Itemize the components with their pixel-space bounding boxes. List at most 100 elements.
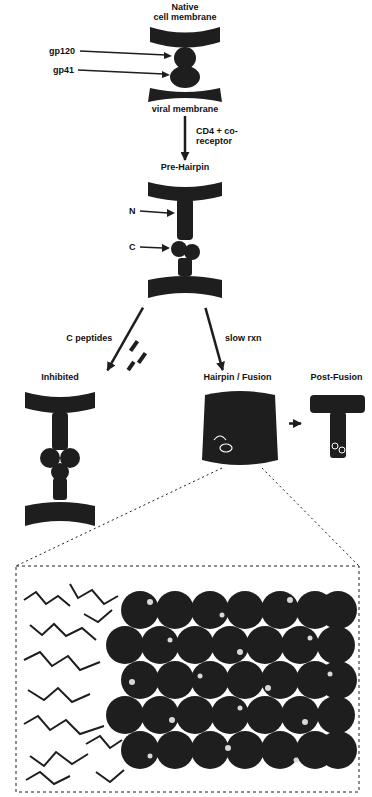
cell-membrane (25, 392, 95, 413)
viral-membrane (148, 276, 222, 298)
part-label: N (128, 206, 137, 216)
viral-membrane (148, 88, 222, 102)
speck (294, 758, 299, 763)
atom-sphere (141, 626, 179, 664)
atom-sphere (226, 731, 264, 769)
speck (302, 719, 308, 725)
atom-sphere (106, 626, 144, 664)
atom-sphere (319, 591, 357, 629)
speck (198, 674, 203, 679)
side-chain (24, 716, 104, 734)
atom-sphere (226, 661, 264, 699)
side-chain (86, 736, 122, 748)
atom-sphere (121, 591, 159, 629)
fused-membranes (202, 391, 278, 465)
highlight-specks (129, 597, 333, 763)
post-fusion-loop (332, 443, 338, 449)
atom-sphere (121, 661, 159, 699)
speck (265, 685, 271, 691)
atom-sphere (261, 591, 299, 629)
stage-node: Nativecell membrane (128, 2, 242, 114)
arrow-label: C peptides (65, 333, 113, 343)
speck (328, 672, 333, 677)
atom-sphere (211, 696, 249, 734)
stage-heading: Pre-Hairpin (118, 162, 252, 172)
part-label: C (128, 242, 137, 252)
leader-head (164, 52, 172, 59)
stage-heading: Inhibited (8, 372, 112, 382)
atom-sphere (226, 591, 264, 629)
part-label: gp41 (52, 65, 75, 75)
leader-line (140, 211, 168, 213)
side-chain (70, 584, 118, 604)
cell-membrane (150, 27, 220, 48)
atom-sphere (121, 731, 159, 769)
arrow-label: CD4 + co-receptor (195, 126, 261, 146)
speck (308, 636, 313, 641)
atom-sphere (156, 591, 194, 629)
space-fill-helices (106, 591, 357, 769)
speck (220, 613, 225, 618)
atom-sphere (281, 626, 319, 664)
zoom-line (16, 468, 222, 566)
atom-sphere (191, 591, 229, 629)
atom-sphere (317, 626, 355, 664)
gp41-stem (170, 66, 200, 88)
atom-sphere (261, 661, 299, 699)
n-helix-stem (177, 198, 193, 240)
atom-sphere (141, 696, 179, 734)
c-region (184, 244, 200, 260)
speck (147, 599, 153, 605)
membrane-label: cell membrane (128, 12, 242, 22)
leader-head (162, 244, 170, 252)
gp120-head (174, 47, 196, 69)
side-chain (96, 770, 124, 782)
viral-membrane (25, 502, 95, 526)
atom-sphere (319, 731, 357, 769)
atom-sphere (176, 696, 214, 734)
side-chain (24, 652, 100, 670)
stage-heading: Hairpin / Fusion (188, 372, 287, 382)
side-chain (28, 688, 90, 702)
n-helix-stem (52, 412, 68, 450)
process-arrow (184, 116, 187, 160)
arrow-label: slow rxn (224, 333, 263, 343)
lower-stem (53, 478, 67, 500)
atom-sphere (176, 626, 214, 664)
speck (129, 679, 135, 685)
stage-node: Inhibited (8, 372, 112, 535)
leader-line (80, 51, 166, 55)
speck (238, 706, 243, 711)
atom-sphere (156, 731, 194, 769)
stage-node: Post-Fusion (303, 372, 370, 475)
side-chain (30, 752, 88, 766)
stage-node: Hairpin / Fusion (188, 372, 287, 475)
c-peptide (137, 352, 147, 364)
atom-sphere (281, 696, 319, 734)
atom-sphere (319, 661, 357, 699)
leader-head (162, 71, 170, 78)
side-chain (26, 772, 70, 784)
hairpin-loop (214, 436, 226, 440)
atom-sphere (246, 696, 284, 734)
lower-stem (178, 258, 192, 276)
side-chain (30, 624, 96, 640)
leader-line (78, 70, 164, 74)
atom-sphere (191, 661, 229, 699)
speck (287, 597, 293, 603)
fused-membrane (310, 395, 365, 413)
speck (169, 717, 175, 723)
speck (237, 649, 243, 655)
post-fusion-stem (330, 412, 346, 458)
stage-heading: Native (128, 2, 242, 12)
leader-head (167, 209, 175, 217)
c-peptide (129, 340, 139, 352)
hairpin-loop (220, 444, 232, 452)
atom-sphere (106, 696, 144, 734)
speck (168, 638, 173, 643)
c-peptide (126, 361, 135, 371)
leader-line (140, 247, 163, 248)
part-label: viral membrane (151, 104, 220, 114)
